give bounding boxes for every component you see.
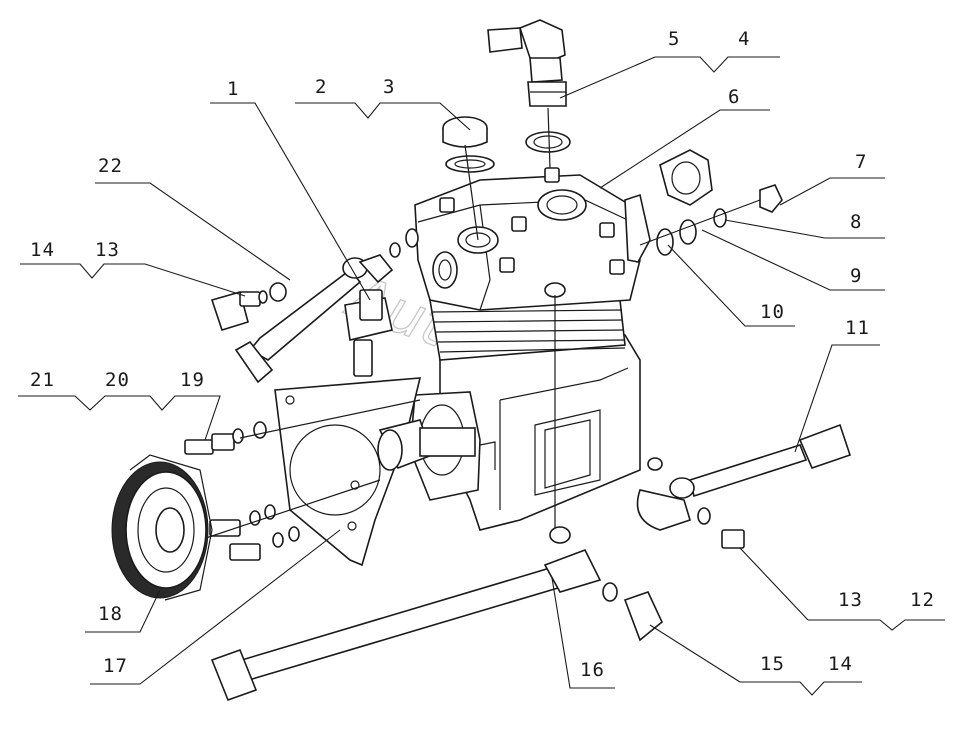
callout-21: 21	[30, 369, 55, 391]
callout-11: 11	[845, 317, 870, 339]
callout-labels: 1 2 3 4 5 6 7 8 9 10 11 12 13 13 14 14 1…	[30, 28, 935, 681]
right-pipe-assembly	[636, 423, 852, 549]
callout-7: 7	[855, 151, 867, 173]
callout-19: 19	[180, 369, 205, 391]
mounting-gasket	[274, 377, 422, 567]
drive-coupling	[377, 419, 476, 471]
callout-leaders	[18, 56, 945, 696]
callout-20: 20	[105, 369, 130, 391]
left-pipe-assembly	[234, 228, 419, 384]
head-bolt	[609, 259, 625, 275]
head-bolt	[599, 222, 615, 238]
callout-2: 2	[315, 76, 327, 98]
lower-bolt-set	[209, 504, 300, 561]
elbow-fitting	[487, 19, 567, 107]
callout-18: 18	[98, 603, 123, 625]
port-cap	[442, 116, 495, 241]
drive-gear	[111, 454, 213, 601]
callout-1: 1	[227, 78, 239, 100]
callout-17: 17	[103, 655, 128, 677]
head-bolt	[544, 167, 560, 183]
callout-3: 3	[383, 76, 395, 98]
callout-9: 9	[850, 265, 862, 287]
side-fitting-stack	[639, 149, 783, 256]
seal-ring	[525, 107, 571, 169]
upper-bolt-set	[184, 421, 267, 455]
callout-14-right: 14	[828, 653, 853, 675]
callout-10: 10	[760, 301, 785, 323]
callout-6: 6	[728, 86, 740, 108]
compressor-body	[409, 167, 651, 531]
left-banjo-bolt	[210, 282, 287, 331]
callout-15: 15	[760, 653, 785, 675]
callout-4: 4	[738, 28, 750, 50]
head-bolt	[499, 257, 515, 273]
callout-8: 8	[850, 211, 862, 233]
callout-13-right: 13	[838, 589, 863, 611]
lower-pipe-assembly	[210, 526, 663, 702]
callout-12: 12	[910, 589, 935, 611]
head-bolt	[511, 216, 527, 232]
callout-16: 16	[580, 659, 605, 681]
callout-14-left: 14	[30, 239, 55, 261]
head-bolt	[439, 197, 455, 213]
callout-22: 22	[98, 155, 123, 177]
callout-5: 5	[668, 28, 680, 50]
callout-13-left: 13	[95, 239, 120, 261]
